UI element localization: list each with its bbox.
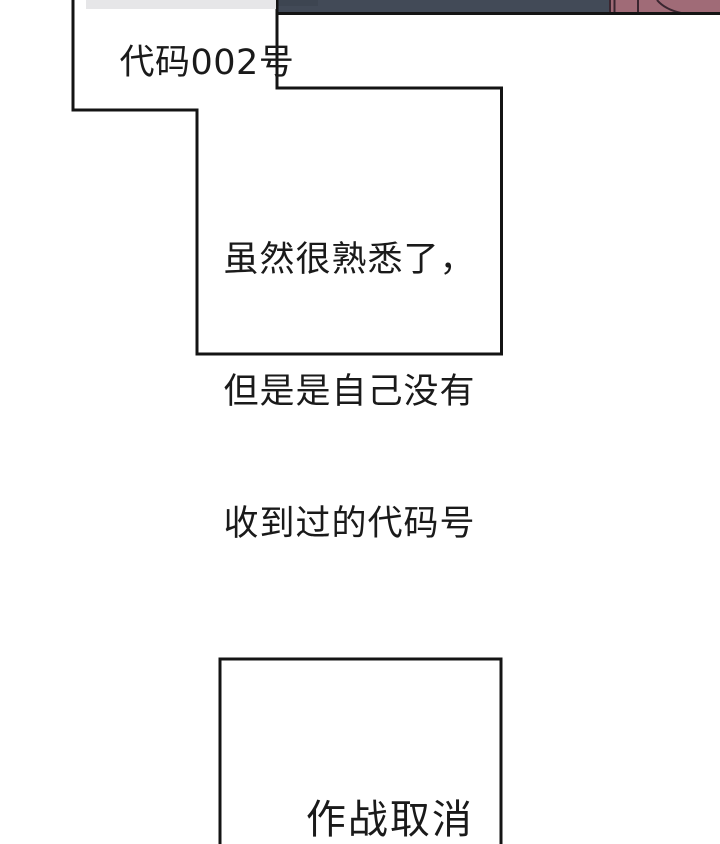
speech-bubble-outline (71, 0, 503, 356)
caption-box-outline (218, 657, 503, 844)
speech-bubble-thought-text: 虽然很熟悉了， 但是是自己没有 收到过的代码号 (197, 150, 502, 634)
caption-operation-text: 作战取消 (220, 742, 501, 844)
speech-bubble-code-text: 代码002号 (73, 0, 294, 129)
panel-overlap-shade (86, 0, 276, 9)
thought-line: 但是是自己没有 (223, 372, 476, 412)
code-label: 代码002号 (119, 43, 295, 83)
operation-label: 作战取消 (305, 797, 474, 843)
top-panel-slate-band (278, 0, 610, 12)
thought-line: 虽然很熟悉了， (223, 240, 476, 280)
thought-line: 收到过的代码号 (223, 504, 476, 544)
top-panel-slate-shadow (278, 0, 318, 6)
